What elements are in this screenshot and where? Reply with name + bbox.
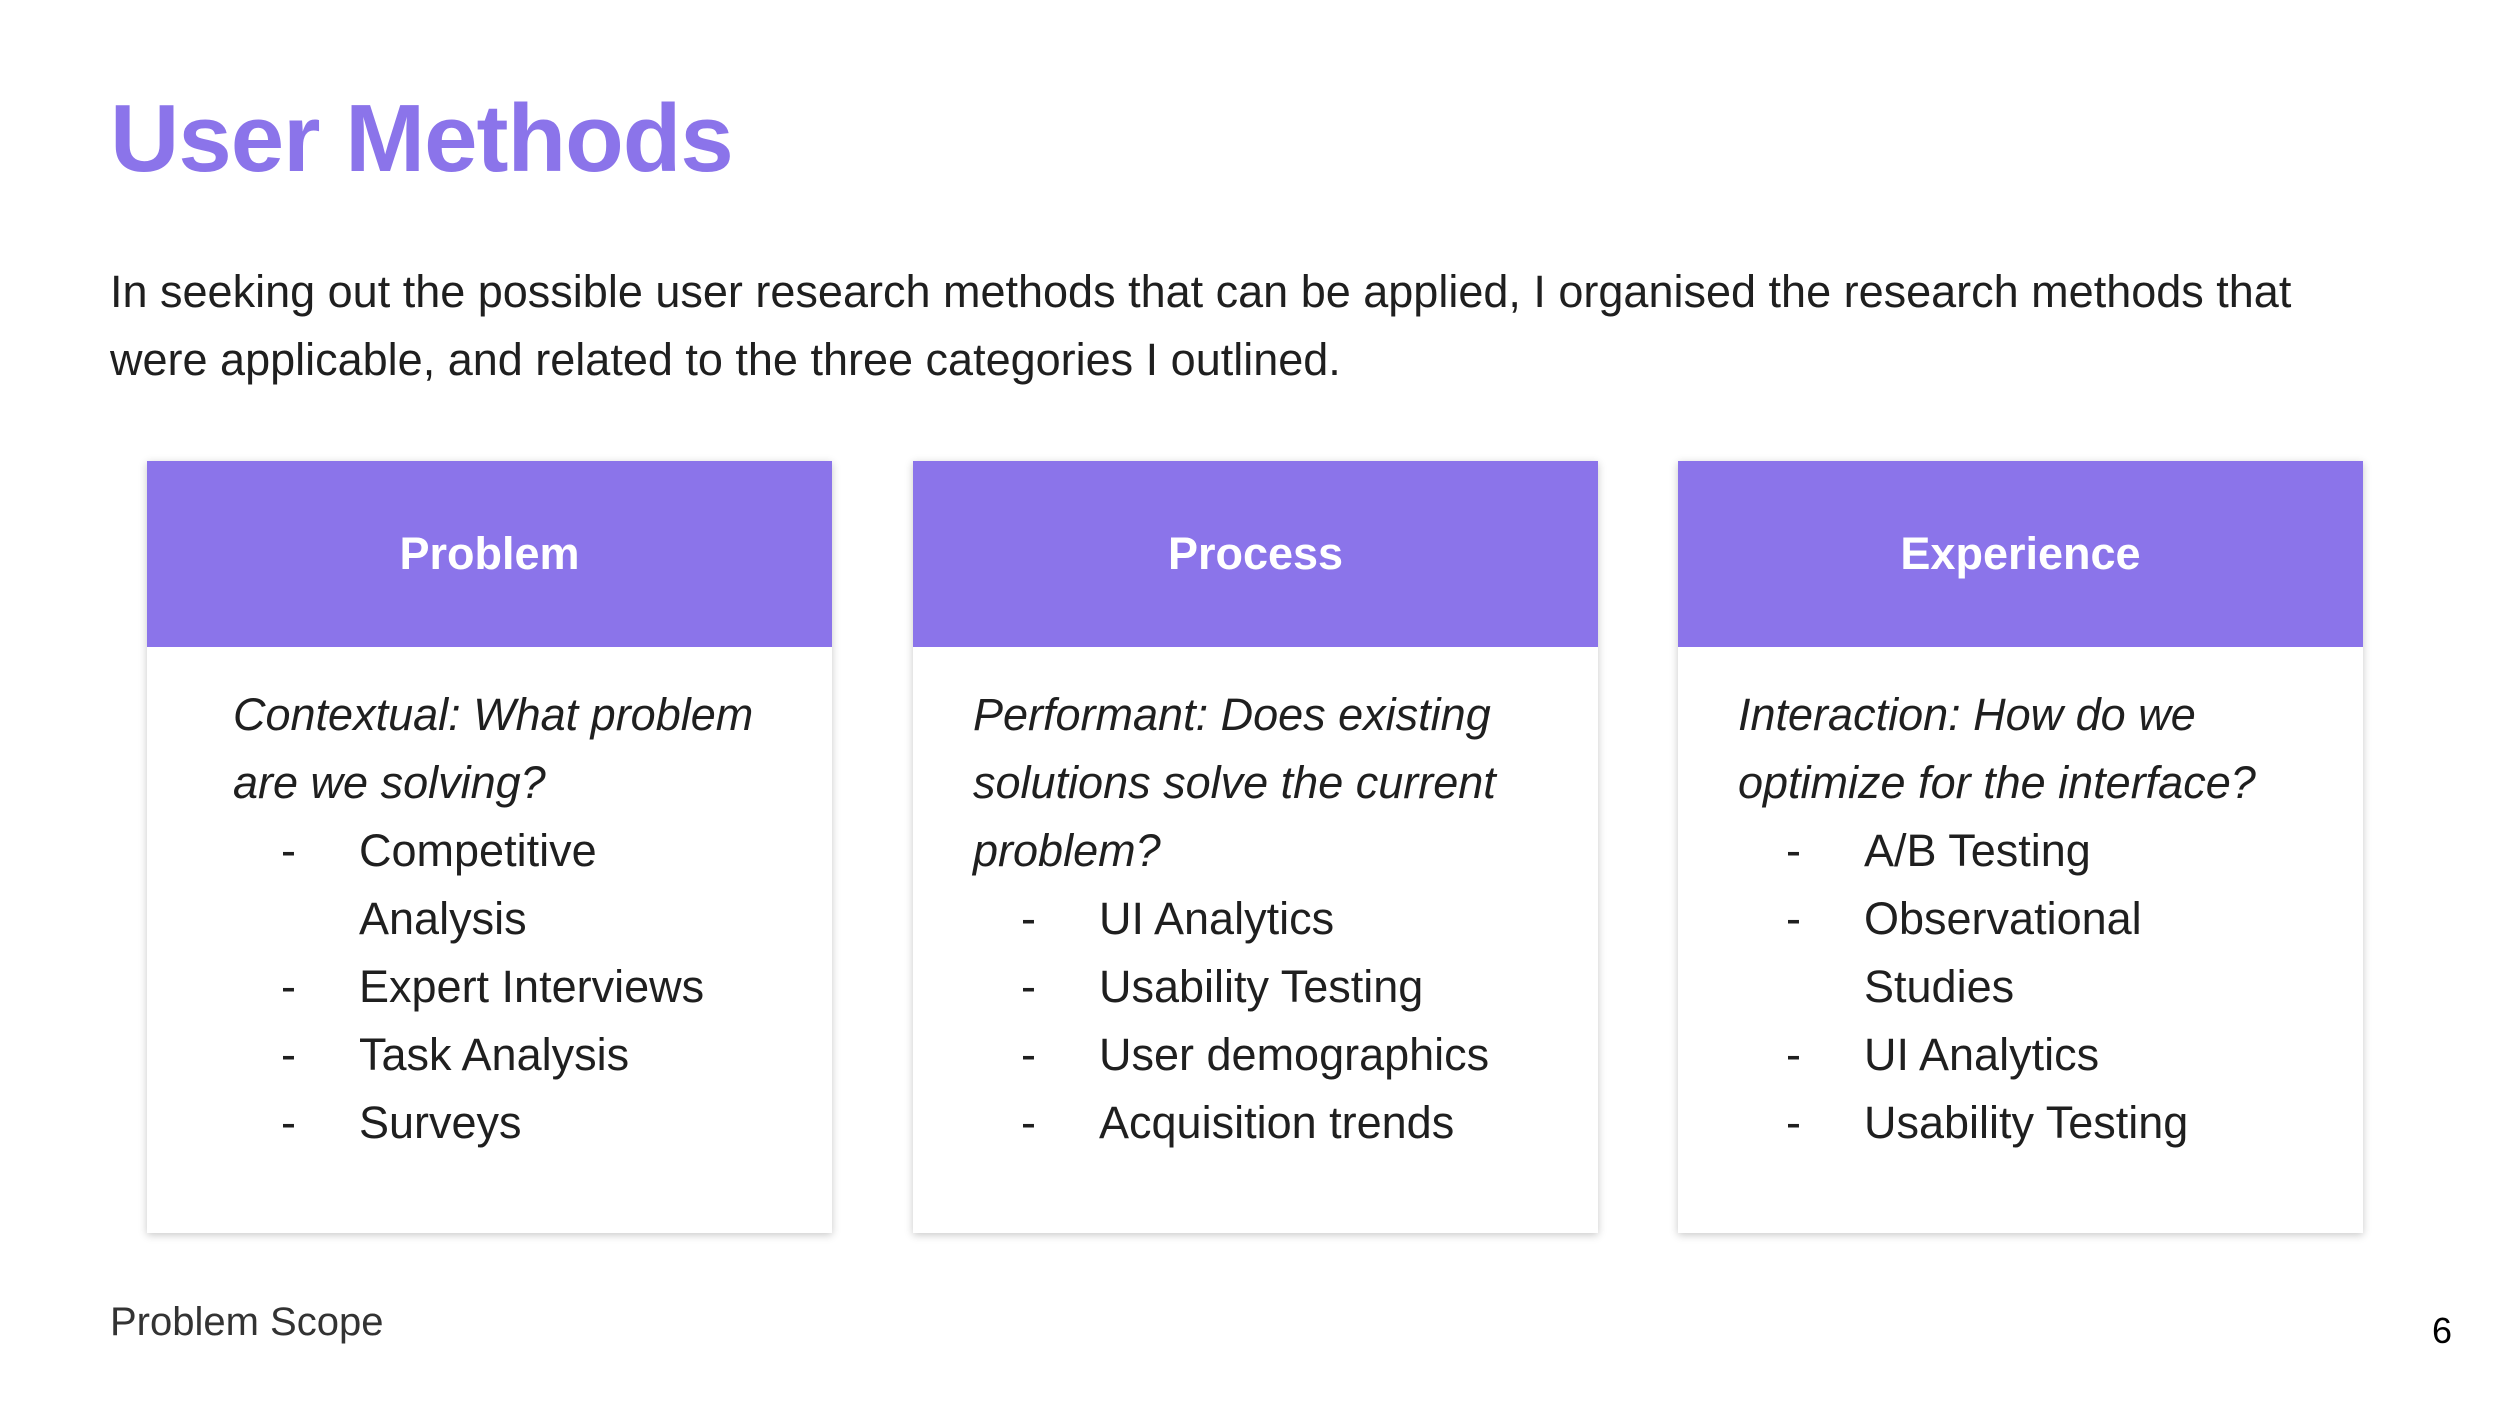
dash-bullet: - bbox=[281, 1029, 296, 1080]
list-item: - User demographics bbox=[1021, 1021, 1538, 1089]
card-body: Performant: Does existing solutions solv… bbox=[913, 681, 1598, 1157]
card-question: Performant: Does existing solutions solv… bbox=[973, 689, 1496, 876]
card-heading: Experience bbox=[1900, 528, 2141, 579]
page-number: 6 bbox=[2431, 1310, 2452, 1351]
dash-bullet: - bbox=[281, 1097, 296, 1148]
intro-paragraph: In seeking out the possible user researc… bbox=[110, 266, 2292, 385]
method-label: Acquisition trends bbox=[1099, 1097, 1455, 1148]
list-item: - Competitive Analysis bbox=[281, 817, 772, 953]
card-body: Interaction: How do we optimize for the … bbox=[1678, 681, 2363, 1157]
list-item: - Acquisition trends bbox=[1021, 1089, 1538, 1157]
list-item: - UI Analytics bbox=[1786, 1021, 2303, 1089]
dash-bullet: - bbox=[281, 825, 296, 876]
method-label: A/B Testing bbox=[1864, 825, 2091, 876]
dash-bullet: - bbox=[1021, 1029, 1036, 1080]
card-question: Interaction: How do we optimize for the … bbox=[1738, 689, 2256, 808]
method-label: Task Analysis bbox=[359, 1029, 630, 1080]
dash-bullet: - bbox=[1786, 825, 1801, 876]
method-label: UI Analytics bbox=[1099, 893, 1335, 944]
method-label: Surveys bbox=[359, 1097, 522, 1148]
card-question: Contextual: What problem are we solving? bbox=[233, 689, 754, 808]
method-label: Competitive Analysis bbox=[359, 825, 597, 944]
card-experience: Experience Interaction: How do we optimi… bbox=[1678, 461, 2363, 1233]
card-process: Process Performant: Does existing soluti… bbox=[913, 461, 1598, 1233]
card-problem: Problem Contextual: What problem are we … bbox=[147, 461, 832, 1233]
method-label: Usability Testing bbox=[1864, 1097, 2189, 1148]
card-heading: Process bbox=[1167, 528, 1344, 579]
method-label: UI Analytics bbox=[1864, 1029, 2100, 1080]
methods-list: - A/B Testing - Observational Studies - … bbox=[1738, 817, 2303, 1157]
dash-bullet: - bbox=[281, 961, 296, 1012]
list-item: - Usability Testing bbox=[1021, 953, 1538, 1021]
list-item: - Usability Testing bbox=[1786, 1089, 2303, 1157]
method-label: Expert Interviews bbox=[359, 961, 705, 1012]
dash-bullet: - bbox=[1021, 893, 1036, 944]
method-label: Usability Testing bbox=[1099, 961, 1424, 1012]
list-item: - Observational Studies bbox=[1786, 885, 2303, 1021]
list-item: - Surveys bbox=[281, 1089, 772, 1157]
footer-section-label: Problem Scope bbox=[110, 1300, 384, 1344]
card-header: Process bbox=[913, 461, 1598, 647]
card-header: Problem bbox=[147, 461, 832, 647]
dash-bullet: - bbox=[1786, 1029, 1801, 1080]
method-label: User demographics bbox=[1099, 1029, 1490, 1080]
list-item: - A/B Testing bbox=[1786, 817, 2303, 885]
dash-bullet: - bbox=[1021, 1097, 1036, 1148]
dash-bullet: - bbox=[1786, 893, 1801, 944]
methods-list: - Competitive Analysis - Expert Intervie… bbox=[233, 817, 772, 1157]
slide-title: User Methods bbox=[110, 85, 734, 192]
card-header: Experience bbox=[1678, 461, 2363, 647]
card-body: Contextual: What problem are we solving?… bbox=[147, 681, 832, 1157]
list-item: - UI Analytics bbox=[1021, 885, 1538, 953]
list-item: - Expert Interviews bbox=[281, 953, 772, 1021]
method-label: Observational Studies bbox=[1864, 893, 2142, 1012]
methods-list: - UI Analytics - Usability Testing - Use… bbox=[973, 885, 1538, 1157]
list-item: - Task Analysis bbox=[281, 1021, 772, 1089]
dash-bullet: - bbox=[1021, 961, 1036, 1012]
card-heading: Problem bbox=[399, 528, 580, 579]
dash-bullet: - bbox=[1786, 1097, 1801, 1148]
